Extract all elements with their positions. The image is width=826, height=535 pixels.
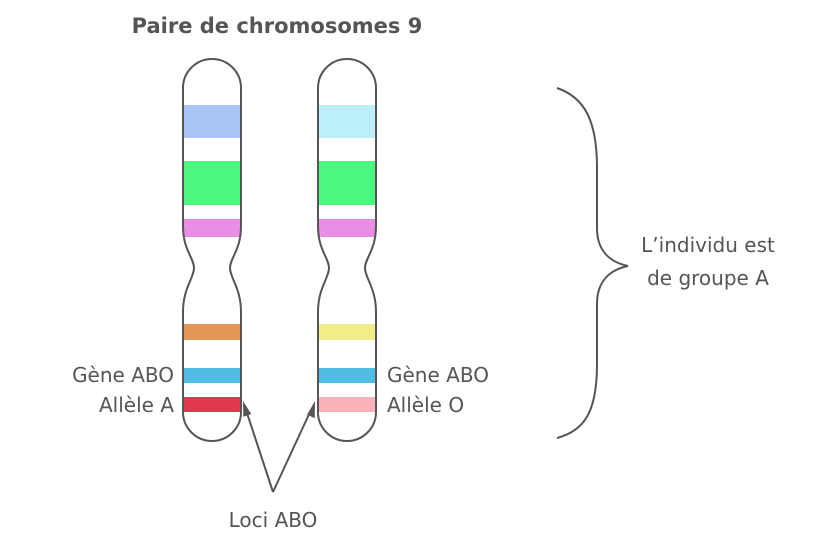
conclusion-line-2: de groupe A [647, 266, 769, 290]
left-gene-label: Gène ABO [72, 363, 174, 387]
right-allele-label: Allèle O [387, 393, 464, 417]
left-band-6 [183, 397, 241, 412]
right-band-2 [318, 161, 376, 205]
right-band-5 [318, 368, 376, 383]
left-locus-arrowhead [243, 401, 252, 417]
page-title: Paire de chromosomes 9 [132, 14, 423, 38]
left-band-3 [183, 219, 241, 237]
left-band-2 [183, 161, 241, 205]
left-allele-label: Allèle A [99, 393, 174, 417]
right-chromosome [317, 58, 377, 442]
left-chromosome [182, 58, 242, 442]
right-band-4 [318, 324, 376, 340]
right-locus-arrow-line [272, 409, 312, 493]
conclusion-line-1: L’individu est [641, 233, 775, 257]
left-band-1 [183, 105, 241, 138]
left-band-5 [183, 368, 241, 383]
right-gene-label: Gène ABO [387, 363, 489, 387]
left-band-4 [183, 324, 241, 340]
right-band-6 [318, 397, 376, 412]
loci-label: Loci ABO [229, 508, 318, 532]
right-band-1 [318, 105, 376, 138]
right-band-3 [318, 219, 376, 237]
curly-brace [556, 87, 629, 439]
left-chromosome-outline [182, 58, 242, 442]
loci-arrows [245, 409, 312, 493]
left-locus-arrow-line [245, 409, 274, 493]
right-locus-arrowhead [307, 401, 315, 419]
right-chromosome-outline [317, 58, 377, 442]
